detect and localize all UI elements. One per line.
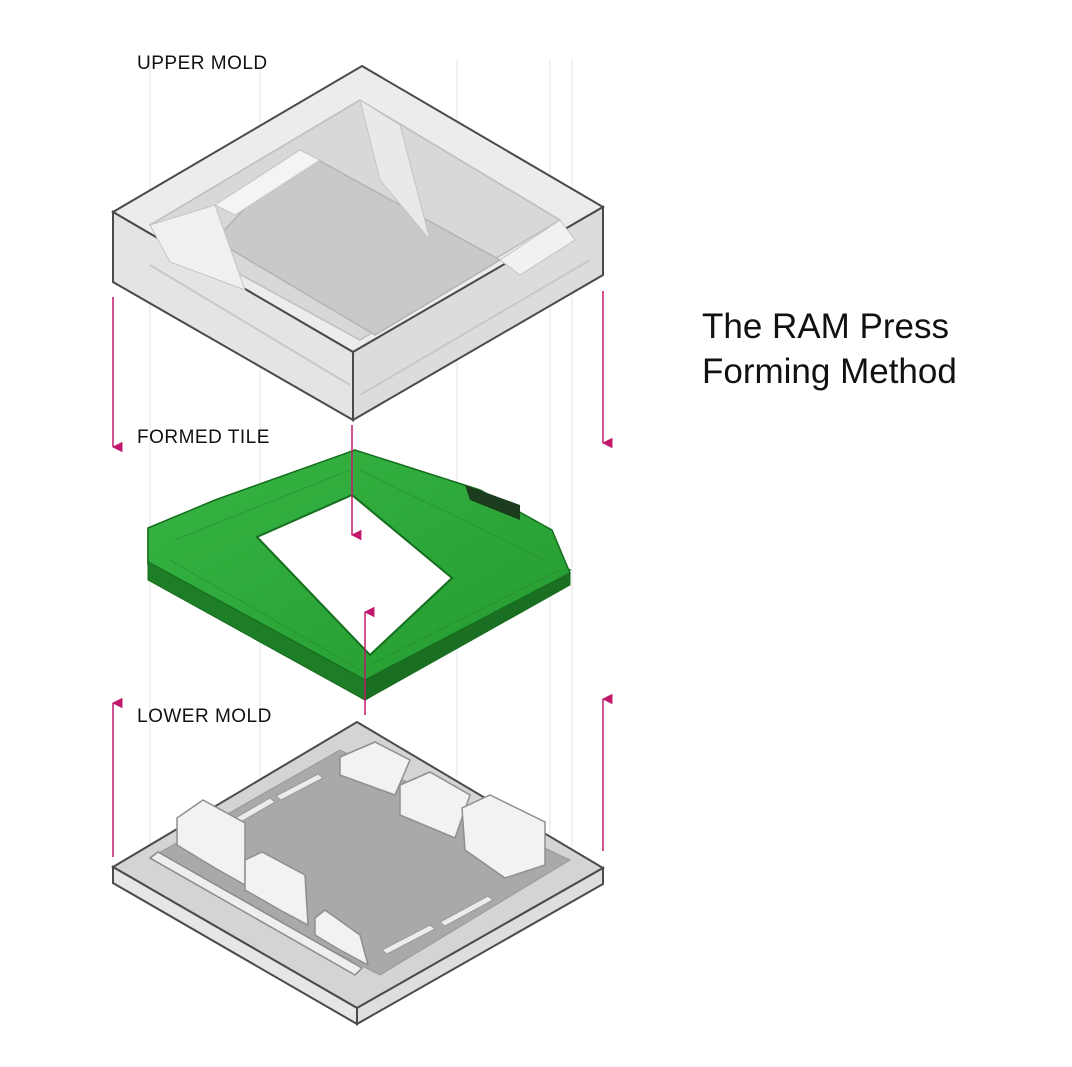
diagram-title: The RAM Press Forming Method xyxy=(702,304,1042,394)
press-arrows xyxy=(111,291,613,857)
lower-mold xyxy=(111,720,605,1026)
formed-tile xyxy=(147,449,572,701)
upper-mold-label: UPPER MOLD xyxy=(137,53,268,74)
lower-mold-label: LOWER MOLD xyxy=(137,706,272,727)
title-line-1: The RAM Press xyxy=(702,307,949,346)
tile-opening xyxy=(255,493,454,657)
upper-mold xyxy=(111,64,605,422)
title-line-2: Forming Method xyxy=(702,352,957,391)
formed-tile-label: FORMED TILE xyxy=(137,427,270,448)
